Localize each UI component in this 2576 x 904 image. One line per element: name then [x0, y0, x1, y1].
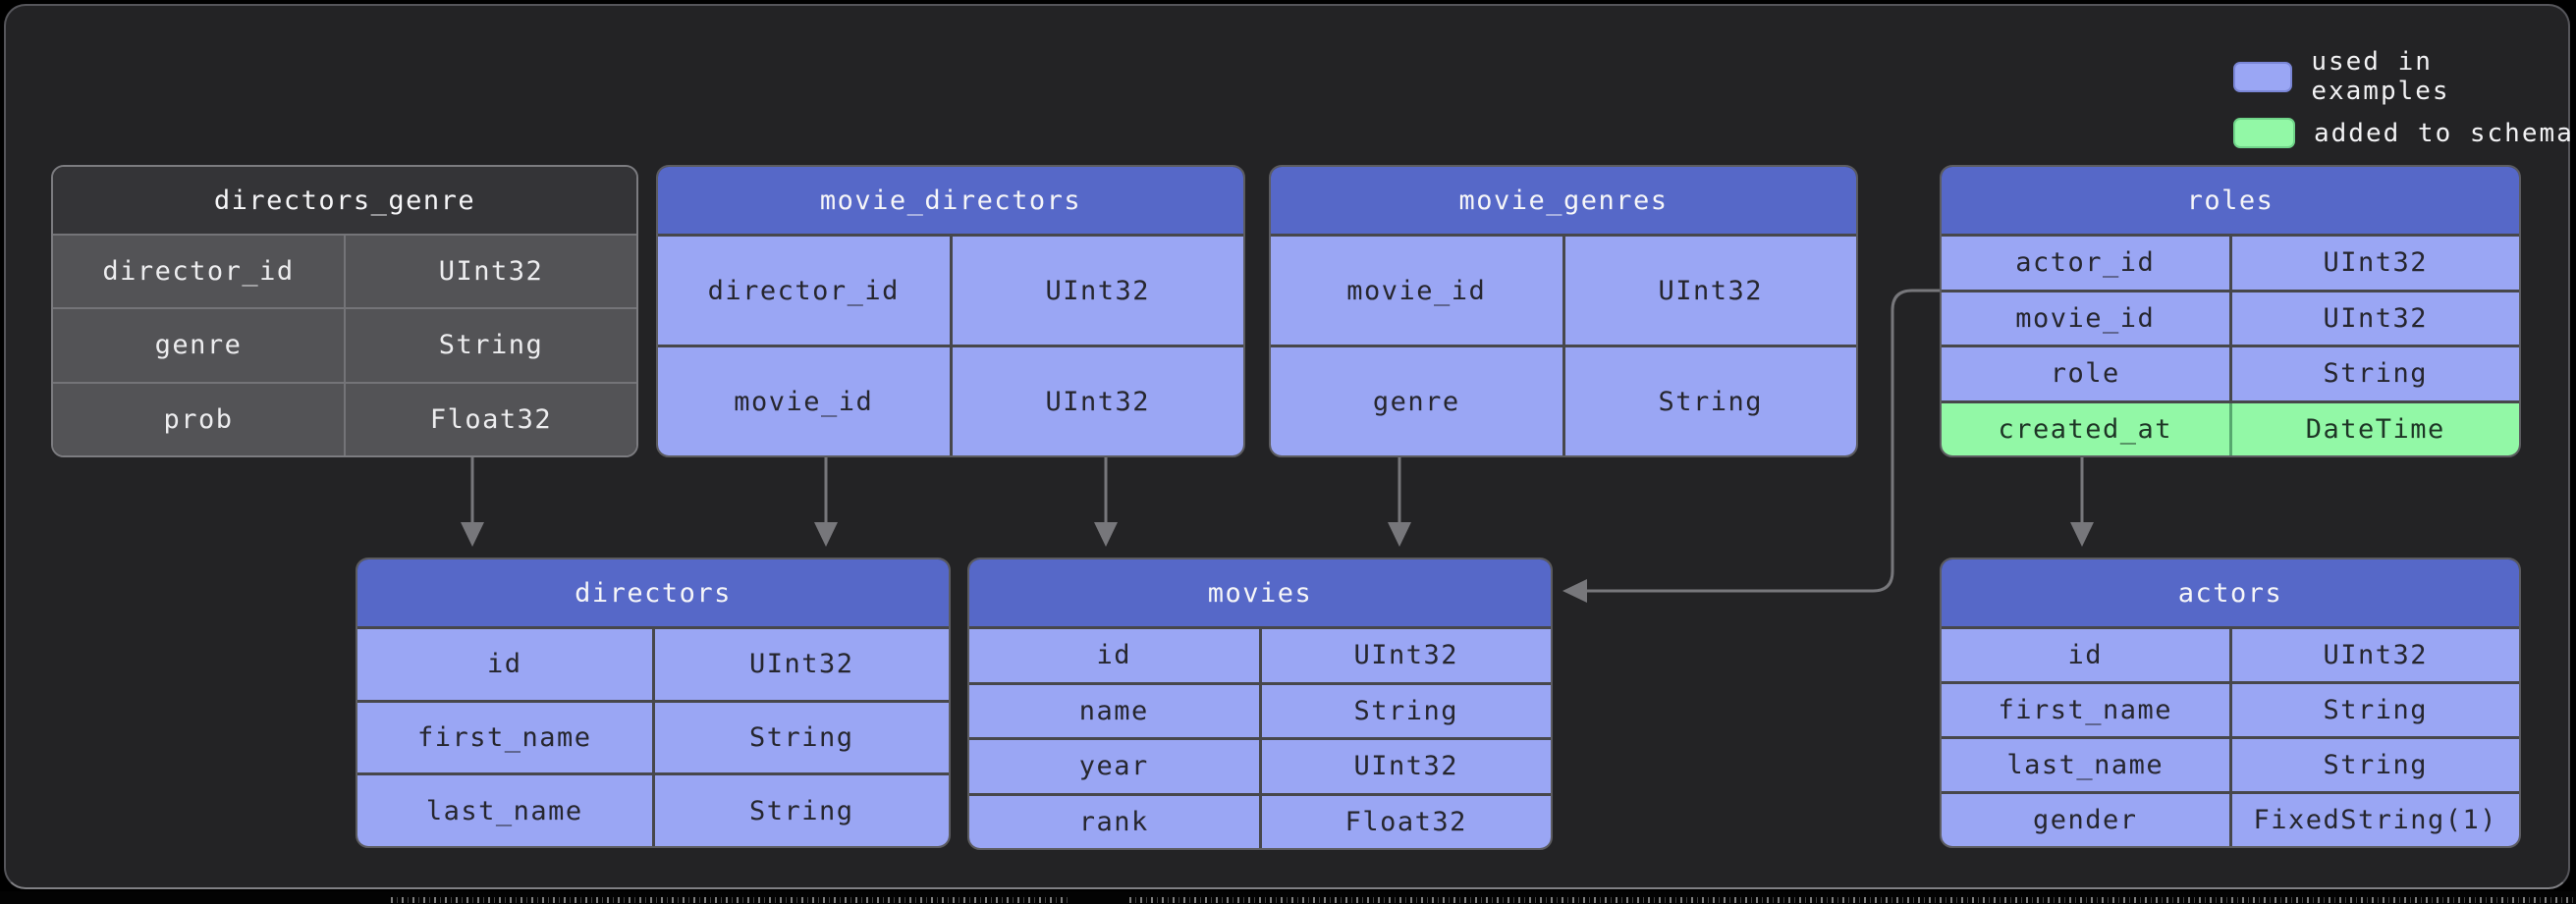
field-name-cell: director_id: [53, 236, 344, 308]
field-name-cell: last_name: [357, 775, 652, 846]
field-name-cell: gender: [1942, 794, 2229, 846]
field-type-cell: Float32: [344, 383, 636, 455]
field-type-cell: UInt32: [1562, 237, 1856, 345]
field-name-cell: created_at: [1942, 402, 2229, 455]
field-type-cell: UInt32: [949, 347, 1243, 455]
table-title: movie_genres: [1271, 167, 1856, 234]
field-type-cell: UInt32: [344, 236, 636, 308]
legend-label: used in examples: [2311, 47, 2450, 106]
field-type-cell: UInt32: [2228, 292, 2519, 345]
field-name-cell: movie_id: [1942, 292, 2229, 345]
clipped-text-fragment: [391, 897, 1069, 903]
field-type-cell: UInt32: [2228, 237, 2519, 290]
table-title: movie_directors: [658, 167, 1243, 234]
table-title: directors: [357, 559, 949, 626]
table-title: directors_genre: [53, 167, 636, 234]
field-type-cell: String: [344, 309, 636, 382]
field-type-cell: FixedString(1): [2228, 794, 2519, 846]
field-type-cell: String: [2228, 684, 2519, 736]
field-name-cell: genre: [1271, 347, 1562, 455]
field-type-cell: UInt32: [1258, 740, 1551, 793]
field-type-cell: Float32: [1258, 795, 1551, 848]
clipped-text-fragment: [1129, 897, 2576, 903]
field-type-cell: DateTime: [2228, 402, 2519, 455]
field-name-cell: genre: [53, 309, 344, 382]
field-name-cell: rank: [969, 795, 1259, 848]
field-type-cell: String: [651, 702, 949, 773]
field-type-cell: String: [651, 775, 949, 846]
field-type-cell: UInt32: [949, 237, 1243, 345]
legend-swatch-blue: [2233, 61, 2293, 92]
legend-item-added-to-schema: added to schema: [2233, 118, 2576, 148]
legend-item-used-in-examples: used in examples: [2233, 47, 2576, 106]
field-name-cell: prob: [53, 383, 344, 455]
field-name-cell: movie_id: [1271, 237, 1562, 345]
field-type-cell: UInt32: [651, 629, 949, 700]
field-type-cell: UInt32: [1258, 629, 1551, 682]
field-name-cell: role: [1942, 347, 2229, 400]
field-name-cell: year: [969, 740, 1259, 793]
field-name-cell: name: [969, 684, 1259, 737]
field-type-cell: UInt32: [2228, 629, 2519, 681]
field-name-cell: first_name: [357, 702, 652, 773]
clipped-text-strip: [0, 891, 2576, 904]
field-name-cell: id: [969, 629, 1259, 682]
table-title: movies: [969, 559, 1551, 626]
field-name-cell: actor_id: [1942, 237, 2229, 290]
field-type-cell: String: [2228, 347, 2519, 400]
field-type-cell: String: [1562, 347, 1856, 455]
field-type-cell: String: [2228, 739, 2519, 791]
field-name-cell: first_name: [1942, 684, 2229, 736]
field-name-cell: director_id: [658, 237, 950, 345]
legend: used in examples added to schema: [2233, 47, 2576, 148]
legend-label: added to schema: [2314, 118, 2574, 148]
table-title: roles: [1942, 167, 2519, 234]
field-name-cell: movie_id: [658, 347, 950, 455]
field-name-cell: last_name: [1942, 739, 2229, 791]
field-type-cell: String: [1258, 684, 1551, 737]
table-title: actors: [1942, 559, 2519, 626]
field-name-cell: id: [1942, 629, 2229, 681]
legend-swatch-green: [2233, 118, 2295, 148]
field-name-cell: id: [357, 629, 652, 700]
